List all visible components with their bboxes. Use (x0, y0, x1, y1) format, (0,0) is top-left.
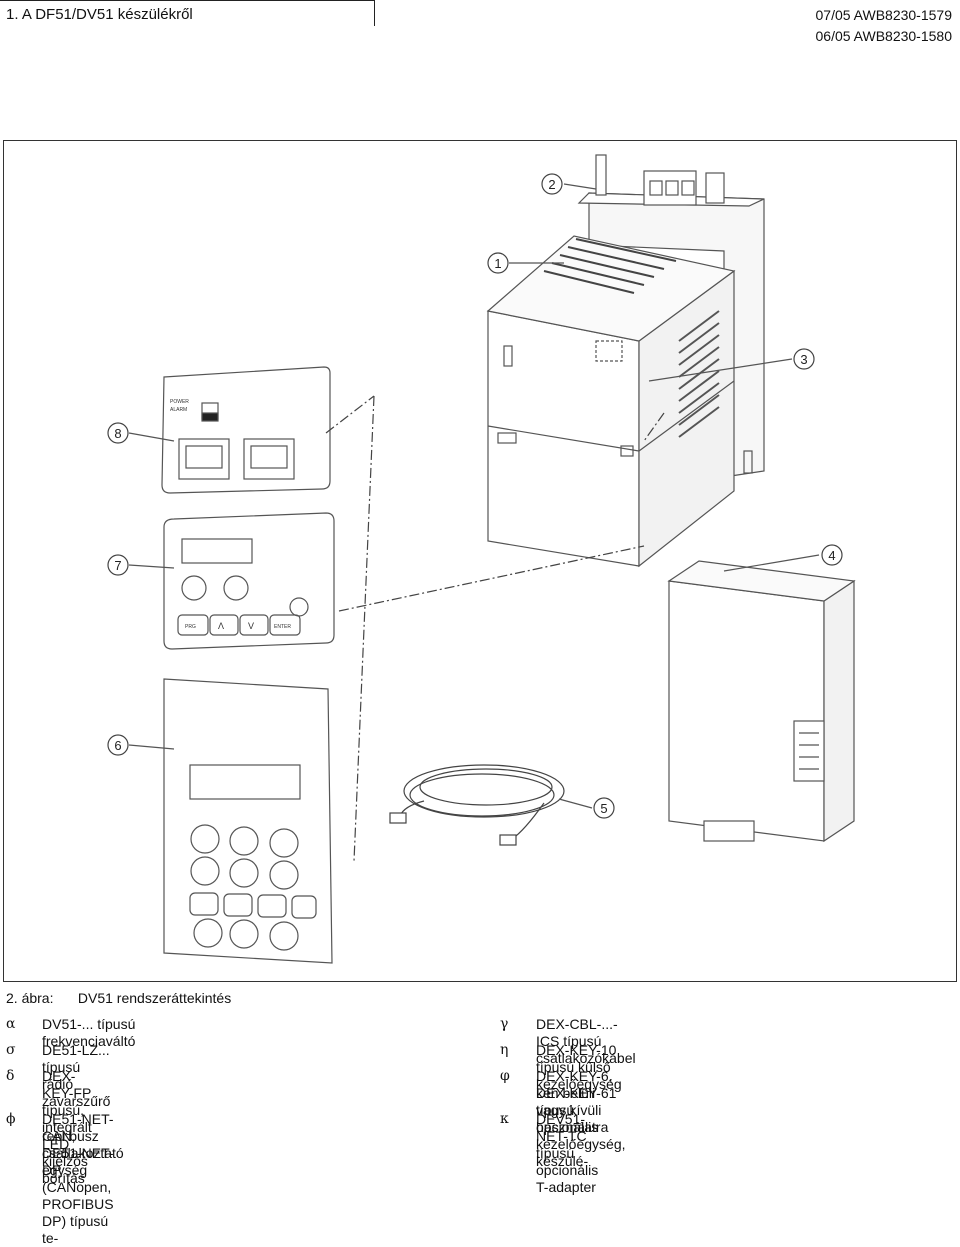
callout-5: 5 (600, 801, 607, 816)
t-adapter-drawing (667, 560, 856, 843)
callout-4: 4 (828, 548, 835, 563)
callout-7: 7 (114, 558, 121, 573)
callout-3: 3 (800, 352, 807, 367)
connection-cable-drawing (389, 764, 565, 846)
keypad-module-drawing (163, 512, 335, 650)
figure-title: DV51 rendszeráttekintés (77, 990, 232, 1006)
keypad-down-label: V (248, 621, 254, 631)
section-title: 1. A DF51/DV51 készülékről (6, 6, 193, 23)
header-rule (0, 0, 375, 26)
document-codes: 07/05 AWB8230-1579 06/05 AWB8230-1580 (816, 5, 952, 47)
external-keypad-drawing (163, 678, 333, 964)
figure-caption: 2. ábra: DV51 rendszeráttekintés (6, 990, 231, 1006)
callout-2: 2 (548, 177, 555, 192)
exploded-diagram: 2 1 3 4 5 6 7 8 POWER ALARM PRG Λ V ENTE… (107, 154, 856, 964)
callout-8: 8 (114, 426, 121, 441)
keypad-enter-label: ENTER (274, 624, 291, 630)
keypad-up-label: Λ (218, 621, 224, 631)
doc-code-2: 06/05 AWB8230-1580 (815, 28, 952, 44)
frequency-inverter-drawing (486, 235, 736, 568)
callout-1: 1 (494, 256, 501, 271)
fieldbus-alarm-label: ALARM (170, 407, 187, 413)
system-overview-figure: 2 1 3 4 5 6 7 8 POWER ALARM PRG Λ V ENTE… (3, 140, 957, 982)
fieldbus-power-label: POWER (170, 399, 189, 405)
keypad-prg-label: PRG (185, 624, 196, 630)
fieldbus-module-drawing (161, 366, 331, 494)
figure-number: 2. ábra: (6, 990, 54, 1006)
doc-code-1: 07/05 AWB8230-1579 (815, 7, 952, 23)
callout-6: 6 (114, 738, 121, 753)
